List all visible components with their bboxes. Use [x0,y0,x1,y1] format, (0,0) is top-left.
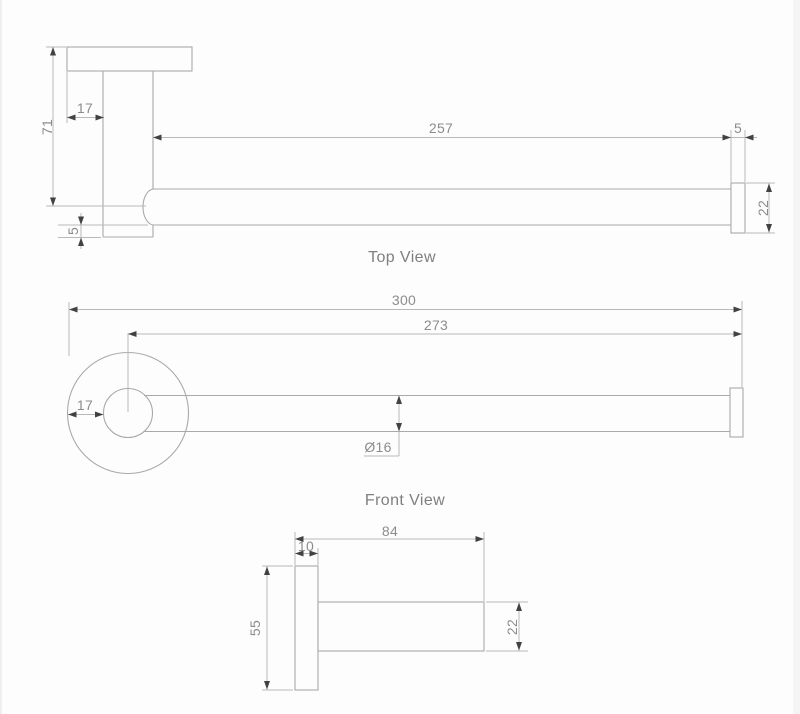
left-edge-shadow [0,0,3,714]
dim-dia16-label: Ø16 [364,439,391,455]
arrowhead [128,331,137,337]
dim-273-label: 273 [424,317,448,333]
arrowhead [516,642,522,651]
top-view-wall-plate-outline [66,46,193,72]
dim-84-label: 84 [382,523,398,539]
front-view: 300 273 17 Ø16 [66,292,744,509]
dim-rail-diameter: Ø16 [364,395,402,457]
dim-plate-edge-to-post-top: 17 [66,72,104,123]
arrowhead [67,114,76,121]
arrowhead [78,216,84,225]
arrowhead [516,602,522,611]
arrowhead [50,197,56,206]
top-view-rail-outline [142,188,731,226]
arrowhead [766,183,772,192]
arrowhead [264,681,270,690]
dim-257-lines [153,130,757,182]
arrowhead [153,134,162,141]
dim-total-depth-lines [46,46,146,207]
dim-300-label: 300 [392,292,416,308]
dim-257-label: 257 [429,120,453,136]
dim-22-endcap-label: 22 [755,200,771,216]
arrowhead [733,306,742,313]
dim-10-label: 10 [298,538,314,554]
front-view-end-cap-outline [729,387,744,438]
arrowhead [68,411,77,418]
dim-17-label: 17 [77,100,93,116]
top-view-end-cap-outline [730,182,746,234]
dim-end-cap-diameter: 22 [746,182,775,234]
dim-overall-width: 300 [68,292,743,387]
right-edge-shadow [793,0,800,714]
arrowhead [69,306,78,313]
top-view: 71 17 257 5 [39,46,775,266]
arrowhead [264,566,270,575]
dim-84-lines [294,532,485,601]
arrowhead [396,395,402,404]
arrowhead [745,134,754,141]
front-view-rail-outline [144,394,730,433]
dim-total-depth-label: 71 [39,119,55,135]
dim-total-depth: 71 [39,46,146,207]
dim-55-lines [262,565,293,691]
dim-plate-edge-to-post-front: 17 [68,397,104,418]
dim-post-overhang: 5 [58,213,148,249]
arrowhead [50,47,56,56]
side-view: 84 10 55 22 [247,523,528,691]
side-view-post-outline [317,601,485,652]
arrowhead [733,331,742,337]
dim-projection: 84 [294,523,485,601]
arrowhead [475,536,484,542]
dim-300-lines [68,301,743,387]
dim-rail-length: 257 5 [153,120,757,182]
dim-5-end-cap-label: 5 [734,120,742,136]
dim-55-label: 55 [247,620,263,636]
dim-5-overhang-label: 5 [65,227,81,235]
side-view-wall-plate-outline [294,565,319,691]
arrowhead [396,423,402,432]
top-view-title: Top View [368,249,436,266]
dim-plate-thickness: 10 [295,538,319,565]
arrowhead [95,411,104,418]
dim-plate-diameter: 55 [247,565,293,691]
dim-post-diameter: 22 [486,601,528,652]
arrowhead [766,224,772,233]
arrowhead [722,134,731,141]
dim-17-front-label: 17 [77,397,93,413]
top-view-post-outline [102,71,154,238]
dim-center-to-end: 273 [128,317,742,337]
dim-22-side-label: 22 [504,619,520,635]
arrowhead [78,237,84,246]
front-view-title: Front View [365,492,445,509]
